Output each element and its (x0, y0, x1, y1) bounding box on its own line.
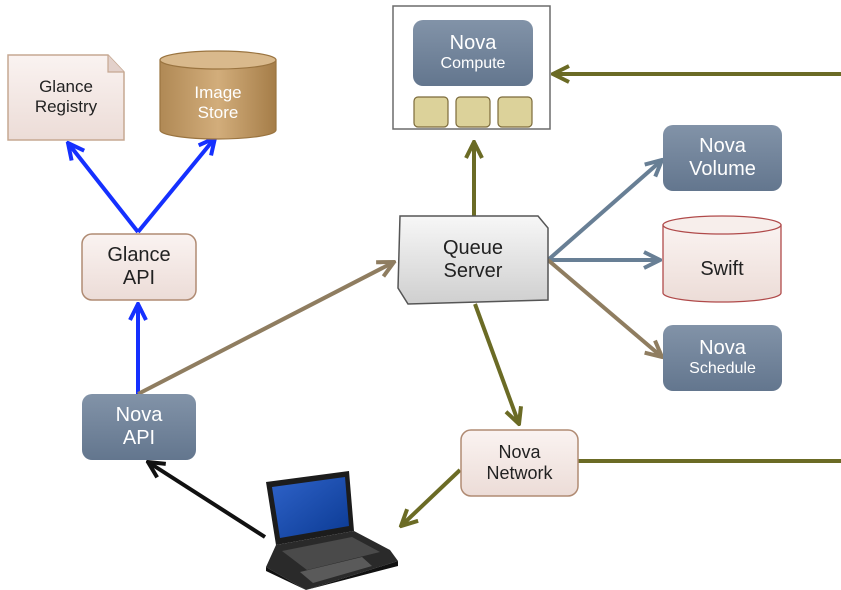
arrow-laptop-to-nova-api (148, 462, 267, 539)
nova-volume-node (663, 125, 782, 191)
laptop-icon (266, 471, 398, 590)
compute-slot-3 (497, 96, 533, 128)
arrow-glance-api-to-image-store (136, 138, 215, 234)
compute-slot-2 (455, 96, 491, 128)
arrow-network-to-laptop (401, 468, 462, 526)
image-store-node (159, 50, 277, 140)
nova-compute-node (392, 5, 551, 130)
arrow-queue-to-volume (546, 160, 662, 262)
nova-network-node (460, 429, 579, 497)
arrow-nova-api-to-queue (137, 262, 394, 396)
glance-api-node (81, 233, 197, 301)
nova-schedule-node (663, 325, 782, 391)
glance-registry-node (7, 54, 125, 141)
queue-server-node (397, 215, 549, 305)
nova-api-node (82, 394, 196, 460)
compute-slot-1 (413, 96, 449, 128)
arrow-queue-to-schedule (546, 258, 662, 357)
arrow-queue-to-network (473, 303, 519, 424)
swift-node (662, 215, 782, 303)
arrow-glance-api-to-registry (68, 143, 140, 234)
